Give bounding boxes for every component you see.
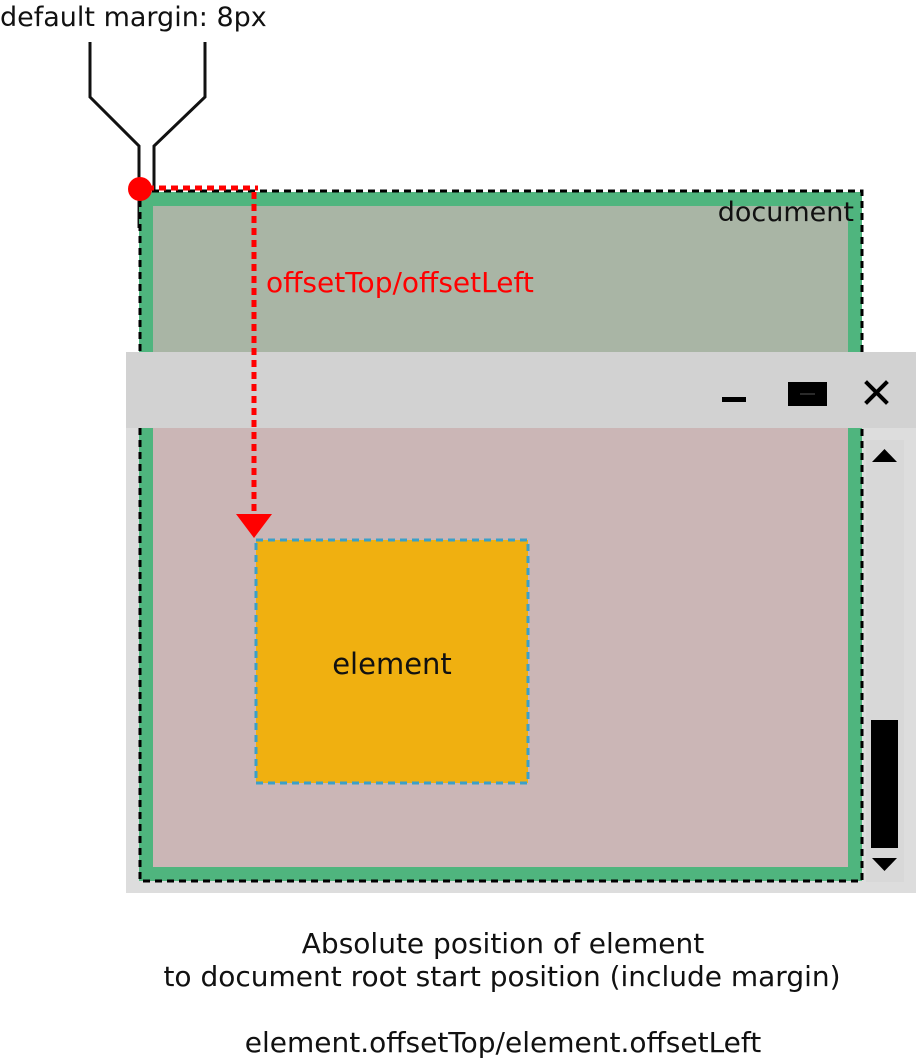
scrollbar-thumb[interactable] xyxy=(871,720,898,848)
element-label: element xyxy=(332,647,452,681)
offset-arrow xyxy=(128,177,272,538)
element-box xyxy=(254,538,530,785)
scrollbar[interactable] xyxy=(866,440,904,882)
caption-line-1: Absolute position of element xyxy=(302,927,704,960)
scroll-down-icon[interactable] xyxy=(872,858,897,871)
scroll-up-icon[interactable] xyxy=(872,449,897,462)
title-bar xyxy=(126,352,916,428)
caption-line-2: to document root start position (include… xyxy=(163,960,840,993)
minimize-icon[interactable] xyxy=(722,397,746,402)
origin-point xyxy=(128,177,152,201)
maximize-icon[interactable] xyxy=(788,382,827,406)
offset-arrowhead xyxy=(236,514,272,538)
document-label: document xyxy=(718,197,854,228)
close-icon[interactable] xyxy=(864,380,889,405)
margin-label: default margin: 8px xyxy=(0,2,267,33)
caption-line-3: element.offsetTop/element.offsetLeft xyxy=(245,1026,762,1059)
offset-label: offsetTop/offsetLeft xyxy=(266,266,534,299)
document-border xyxy=(139,192,862,881)
document-outline xyxy=(138,189,864,883)
document-area xyxy=(146,199,855,352)
